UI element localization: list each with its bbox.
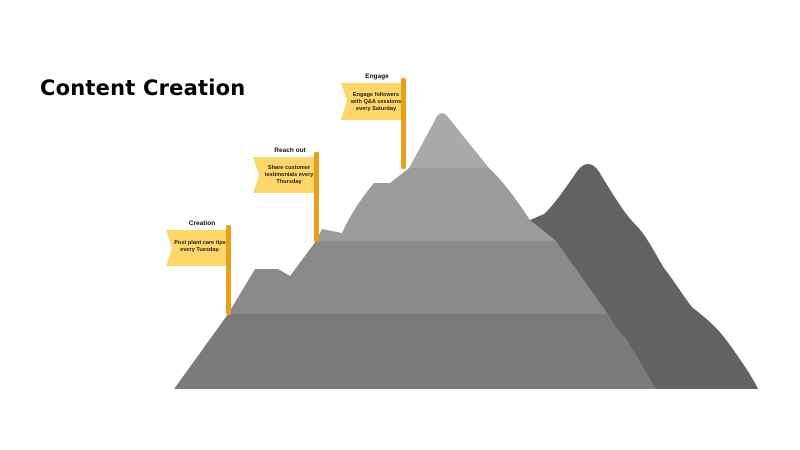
- mountain-tier-base: [174, 314, 656, 389]
- mountain-tier-top: [409, 113, 489, 168]
- flag-banner: [166, 230, 228, 266]
- flag-text-line: Post plant care tips: [174, 240, 226, 246]
- flag-pole: [314, 152, 319, 242]
- flag-pole: [226, 225, 231, 315]
- flag-text-line: Thursday: [276, 179, 302, 185]
- mountain-back-peak: [530, 163, 758, 389]
- page-title: Content Creation: [40, 76, 246, 100]
- mountain-tier-middle: [228, 241, 608, 314]
- flag-title: Reach out: [274, 147, 306, 154]
- flag-text-line: Engage followers: [353, 92, 399, 98]
- flag-reach-out: Reach out Share customer testimonials ev…: [253, 147, 319, 242]
- flag-creation: Creation Post plant care tips every Tues…: [166, 220, 231, 315]
- flag-engage: Engage Engage followers with Q&A session…: [341, 73, 406, 169]
- flag-title: Creation: [189, 220, 215, 227]
- flag-text-line: Share customer: [268, 165, 311, 171]
- flag-banner: [253, 157, 316, 193]
- mountain-tier-upper: [316, 168, 556, 241]
- flag-text-line: with Q&A sessions: [350, 99, 401, 105]
- flag-text-line: every Tuesday.: [180, 247, 220, 253]
- flag-banner: [341, 83, 403, 120]
- flag-pole: [401, 78, 406, 169]
- flag-text-line: testimonials every: [265, 172, 315, 178]
- flag-text-line: every Saturday: [356, 106, 397, 112]
- flag-title: Engage: [365, 73, 389, 80]
